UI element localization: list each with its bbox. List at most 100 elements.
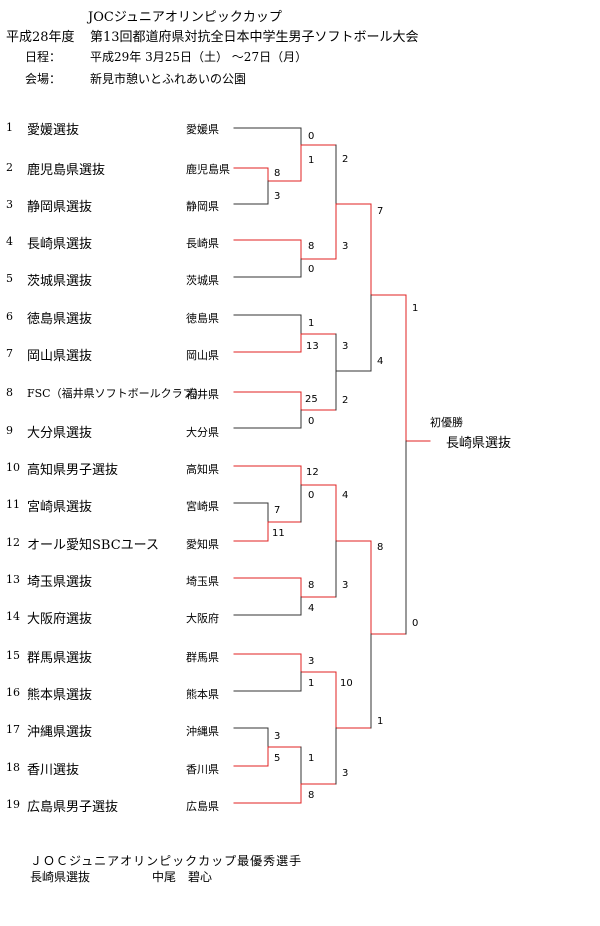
team-seed: 5 xyxy=(6,272,13,285)
team-seed: 14 xyxy=(6,610,20,623)
team-seed: 7 xyxy=(6,347,13,360)
team-seed: 16 xyxy=(6,686,20,699)
team-name: 鹿児島県選抜 xyxy=(27,163,106,178)
score-label: 1 xyxy=(308,155,315,166)
team-seed: 3 xyxy=(6,198,13,211)
score-label: 3 xyxy=(342,580,349,591)
score-label: 10 xyxy=(340,678,353,689)
score-label: 8 xyxy=(308,241,315,252)
score-label: 1 xyxy=(377,716,384,727)
team-name: オール愛知SBCユース xyxy=(27,538,159,553)
team-name: FSC（福井県ソフトボールクラブ） xyxy=(27,387,205,400)
score-label: 1 xyxy=(308,318,315,329)
mvp-title: ＪＯＣジュニアオリンピックカップ最優秀選手 xyxy=(30,854,303,868)
team-name: 茨城県選抜 xyxy=(27,274,93,289)
mvp-player: 中尾 碧心 xyxy=(152,870,213,884)
team-prefecture: 長崎県 xyxy=(186,237,219,250)
score-label: 8 xyxy=(377,542,384,553)
bracket-line-loser xyxy=(233,727,269,748)
team-prefecture: 愛媛県 xyxy=(186,123,219,136)
champion-label: 初優勝 xyxy=(430,416,463,429)
score-label: 8 xyxy=(308,790,315,801)
score-label: 4 xyxy=(342,490,349,501)
score-label: 4 xyxy=(377,356,384,367)
score-label: 2 xyxy=(342,395,349,406)
team-prefecture: 徳島県 xyxy=(186,312,219,325)
score-label: 7 xyxy=(377,206,384,217)
bracket-line-loser xyxy=(233,314,302,335)
score-label: 0 xyxy=(308,490,315,501)
bracket-line-winner xyxy=(233,746,302,767)
team-name: 愛媛選抜 xyxy=(27,123,80,138)
team-seed: 11 xyxy=(6,498,20,511)
mvp-team: 長崎県選抜 xyxy=(30,870,91,884)
team-seed: 2 xyxy=(6,161,13,174)
score-label: 0 xyxy=(412,618,419,629)
score-label: 11 xyxy=(272,528,285,539)
team-seed: 4 xyxy=(6,235,13,248)
cup-title: JOCジュニアオリンピックカップ xyxy=(88,10,282,25)
date-label: 日程： xyxy=(25,50,62,64)
team-prefecture: 熊本県 xyxy=(186,688,219,701)
score-label: 0 xyxy=(308,416,315,427)
team-prefecture: 茨城県 xyxy=(186,274,219,287)
fiscal-year: 平成28年度 xyxy=(6,30,75,45)
team-name: 静岡県選抜 xyxy=(27,200,93,215)
team-prefecture: 岡山県 xyxy=(186,349,219,362)
team-prefecture: 静岡県 xyxy=(186,200,219,213)
score-label: 0 xyxy=(308,264,315,275)
score-label: 3 xyxy=(308,656,315,667)
team-prefecture: 大阪府 xyxy=(186,612,219,625)
team-prefecture: 香川県 xyxy=(186,763,219,776)
score-label: 2 xyxy=(342,154,349,165)
score-label: 12 xyxy=(306,467,319,478)
team-name: 岡山県選抜 xyxy=(27,349,93,364)
team-name: 宮崎県選抜 xyxy=(27,500,93,515)
team-name: 熊本県選抜 xyxy=(27,688,93,703)
team-name: 徳島県選抜 xyxy=(27,312,93,327)
score-label: 4 xyxy=(308,603,315,614)
score-label: 3 xyxy=(274,191,281,202)
bracket-line-loser xyxy=(233,127,302,146)
team-seed: 8 xyxy=(6,386,13,399)
bracket-line-winner xyxy=(233,391,337,411)
team-prefecture: 埼玉県 xyxy=(186,575,219,588)
bracket-line-winner xyxy=(370,540,407,635)
team-seed: 17 xyxy=(6,723,20,736)
score-label: 7 xyxy=(274,505,281,516)
champion-team: 長崎県選抜 xyxy=(446,436,512,451)
team-seed: 13 xyxy=(6,573,20,586)
team-seed: 6 xyxy=(6,310,13,323)
bracket-line-winner xyxy=(233,239,337,260)
bracket-line-winner xyxy=(405,294,431,442)
score-label: 3 xyxy=(274,731,281,742)
tournament-name: 第13回都道府県対抗全日本中学生男子ソフトボール大会 xyxy=(90,30,419,45)
bracket-line-winner xyxy=(300,144,337,182)
team-seed: 15 xyxy=(6,649,20,662)
bracket-line-winner xyxy=(233,465,337,486)
team-name: 高知県男子選抜 xyxy=(27,463,119,478)
bracket-line-winner xyxy=(233,783,337,804)
score-label: 1 xyxy=(412,303,419,314)
score-label: 1 xyxy=(308,678,315,689)
venue-value: 新見市憩いとふれあいの公園 xyxy=(90,72,247,86)
score-label: 0 xyxy=(308,131,315,142)
score-label: 1 xyxy=(308,753,315,764)
bracket-line-loser xyxy=(335,333,372,372)
team-name: 長崎県選抜 xyxy=(27,237,93,252)
team-seed: 12 xyxy=(6,536,20,549)
bracket-line-loser xyxy=(233,596,302,616)
team-seed: 9 xyxy=(6,424,13,437)
score-label: 3 xyxy=(342,768,349,779)
team-name: 広島県男子選抜 xyxy=(27,800,119,815)
bracket-line-winner xyxy=(233,653,337,673)
team-name: 大阪府選抜 xyxy=(27,612,93,627)
bracket-line-winner xyxy=(233,333,337,353)
bracket-line-winner xyxy=(233,521,302,542)
team-prefecture: 宮崎県 xyxy=(186,500,219,513)
score-label: 8 xyxy=(308,580,315,591)
score-label: 3 xyxy=(342,341,349,352)
team-prefecture: 高知県 xyxy=(186,463,219,476)
team-name: 香川選抜 xyxy=(27,763,80,778)
